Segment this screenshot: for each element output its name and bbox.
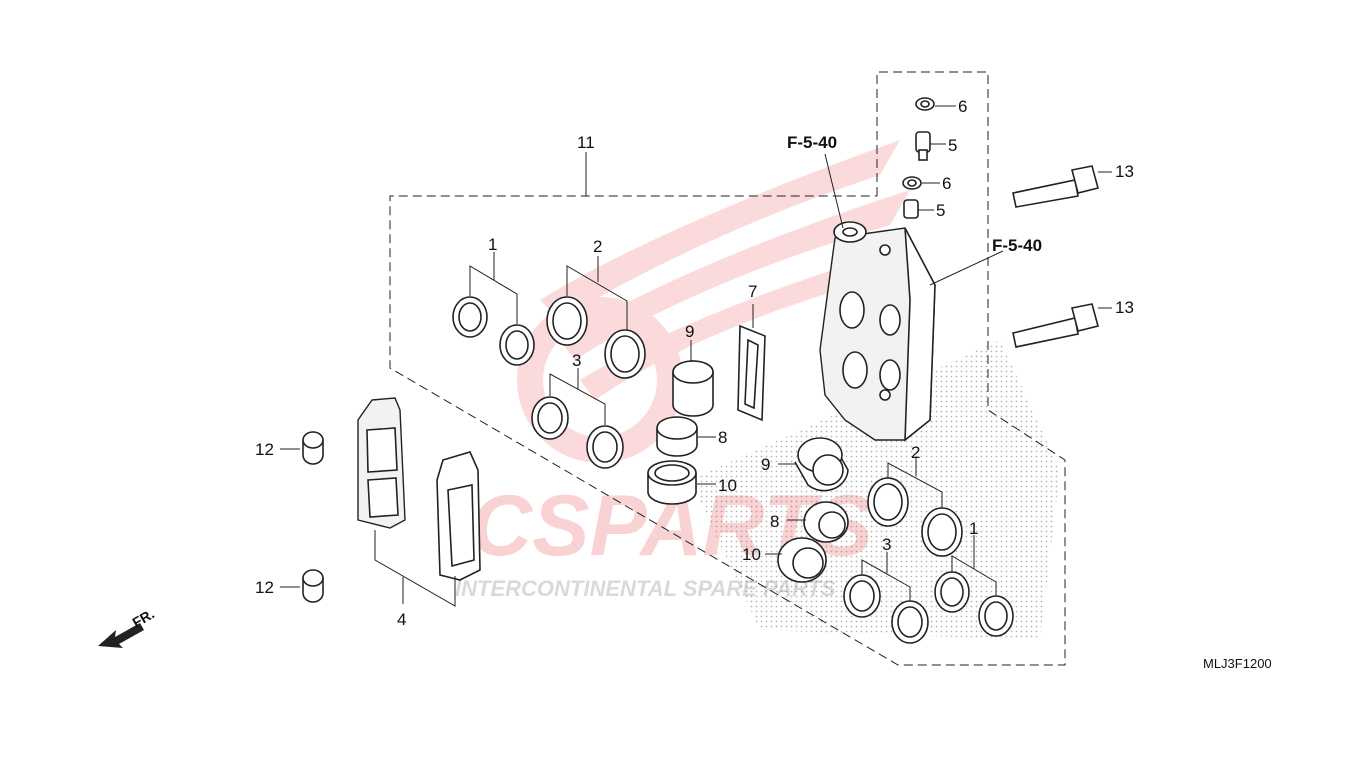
- callout-3-b: 3: [882, 535, 891, 554]
- dust-seal-3-left[interactable]: [531, 396, 624, 469]
- callout-13-b: 13: [1115, 298, 1134, 317]
- callout-6-a: 6: [958, 97, 967, 116]
- diagram-code: MLJ3F1200: [1203, 656, 1272, 671]
- leader-ref-b: [929, 250, 1004, 286]
- reference-label-b[interactable]: F-5-40: [992, 236, 1042, 255]
- piston-8-right[interactable]: [803, 501, 849, 543]
- collar-upper[interactable]: [302, 431, 324, 465]
- callout-5-b: 5: [936, 201, 945, 220]
- mounting-bolt-upper[interactable]: [1012, 165, 1099, 208]
- leader-ref-a: [824, 153, 844, 229]
- callout-12-a: 12: [255, 440, 274, 459]
- callout-7: 7: [748, 282, 757, 301]
- dust-seal-3-right[interactable]: [843, 574, 929, 644]
- callout-4: 4: [397, 610, 406, 629]
- piston-10-left[interactable]: [647, 460, 697, 505]
- piston-seal-1-left[interactable]: [452, 296, 535, 366]
- bleeder-screw-lower[interactable]: [903, 199, 919, 219]
- mounting-bolt-lower[interactable]: [1012, 303, 1099, 348]
- watermark-logo: [517, 140, 910, 463]
- pad-spring[interactable]: [737, 324, 766, 422]
- callout-10-a: 10: [718, 476, 737, 495]
- callout-9-b: 9: [761, 455, 770, 474]
- piston-9-left[interactable]: [672, 360, 714, 417]
- callout-11: 11: [577, 133, 595, 152]
- collar-lower[interactable]: [302, 569, 324, 603]
- front-direction-arrow: FR.: [98, 605, 157, 648]
- piston-9-right[interactable]: [794, 437, 849, 492]
- watermark-tagline: INTERCONTINENTAL SPARE PARTS: [455, 576, 836, 601]
- callout-3-a: 3: [572, 351, 581, 370]
- callout-2-a: 2: [593, 237, 602, 256]
- callout-1-a: 1: [488, 235, 497, 254]
- callout-9-a: 9: [685, 322, 694, 341]
- callout-6-b: 6: [942, 174, 951, 193]
- caliper-body[interactable]: [819, 221, 936, 442]
- bleeder-screw-upper[interactable]: [915, 131, 931, 161]
- bleeder-cap-lower[interactable]: [902, 176, 922, 190]
- piston-10-right[interactable]: [777, 537, 827, 583]
- callout-12-b: 12: [255, 578, 274, 597]
- brake-pad-outer[interactable]: [357, 397, 406, 529]
- bleeder-cap-upper[interactable]: [915, 97, 935, 111]
- piston-8-left[interactable]: [656, 416, 698, 457]
- callout-10-b: 10: [742, 545, 761, 564]
- callout-13-a: 13: [1115, 162, 1134, 181]
- brake-pad-inner[interactable]: [436, 451, 481, 581]
- callout-5-a: 5: [948, 136, 957, 155]
- callout-8-b: 8: [770, 512, 779, 531]
- callout-2-b: 2: [911, 443, 920, 462]
- piston-seal-2-left[interactable]: [546, 296, 646, 379]
- reference-label-a[interactable]: F-5-40: [787, 133, 837, 152]
- kit-outline: [389, 71, 1066, 666]
- callout-8-a: 8: [718, 428, 727, 447]
- callout-1-b: 1: [969, 519, 978, 538]
- piston-seal-1-right[interactable]: [934, 571, 1014, 637]
